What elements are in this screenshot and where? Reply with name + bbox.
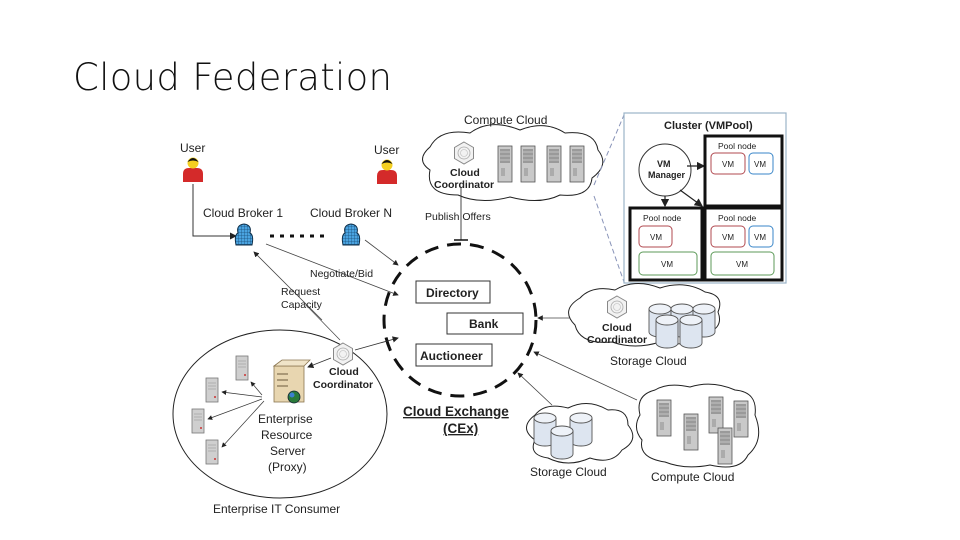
vm-box	[638, 251, 698, 276]
negotiate-label: Negotiate/Bid	[310, 268, 373, 280]
vm-manager-label-2: Manager	[648, 170, 686, 180]
negotiate-edge-1	[265, 243, 399, 296]
proxy-label-3: Server	[270, 444, 305, 458]
server-icon	[520, 145, 536, 183]
vm-box	[748, 225, 774, 248]
compute-bottom-exchange-edge	[533, 351, 638, 401]
vm-manager-label-1: VM	[657, 159, 671, 169]
coordinator-icon	[607, 295, 627, 319]
user-broker-edge	[192, 184, 237, 240]
exchange-title: Cloud Exchange	[403, 404, 509, 419]
exchange-auctioneer: Auctioneer	[415, 343, 493, 367]
enterprise-coordinator-label-1: Cloud	[329, 366, 359, 378]
pool-node	[703, 206, 784, 282]
exchange-directory: Directory	[415, 280, 491, 304]
exchange-bank: Bank	[446, 312, 524, 335]
enterprise-server-icon	[235, 355, 249, 381]
server-icon	[683, 413, 699, 451]
storage-cloud-right-label: Storage Cloud	[610, 354, 687, 368]
proxy-server-edge	[250, 381, 263, 396]
coordinator-label-2: Coordinator	[434, 179, 494, 191]
vm-box	[710, 152, 746, 175]
enterprise-exchange-edge	[354, 336, 399, 351]
pool-node-label: Pool node	[718, 141, 757, 151]
vm-label: VM	[650, 233, 662, 242]
coordinator-label-1: Cloud	[602, 322, 632, 334]
storage-bottom-exchange-edge	[517, 372, 553, 406]
user-1-label: User	[180, 141, 205, 155]
pool-node	[628, 206, 704, 282]
directory-label: Directory	[426, 286, 479, 300]
proxy-label-4: (Proxy)	[268, 460, 307, 474]
vm-label: VM	[736, 260, 748, 269]
cloud-exchange-boundary	[382, 242, 538, 398]
coordinator-label-2: Coordinator	[587, 334, 647, 346]
storage-cylinder-icon	[550, 425, 574, 460]
storage-cloud-bottom-label: Storage Cloud	[530, 465, 607, 479]
cluster-title: Cluster (VMPool)	[664, 120, 753, 132]
vm-box	[748, 152, 774, 175]
broker-1-label: Cloud Broker 1	[203, 206, 283, 220]
server-icon	[733, 400, 749, 438]
cluster-panel: Cluster (VMPool) VM Manager Pool node VM…	[623, 112, 787, 284]
proxy-server-edge	[221, 390, 263, 398]
compute-cloud-bottom-label: Compute Cloud	[651, 470, 734, 484]
server-icon	[497, 145, 513, 183]
compute-cloud-top-label: Compute Cloud	[464, 113, 547, 127]
enterprise-server-icon	[205, 377, 219, 403]
server-icon	[717, 427, 733, 465]
server-icon	[546, 145, 562, 183]
vm-label: VM	[722, 160, 734, 169]
coordinator-icon	[333, 342, 353, 366]
pool-node-label: Pool node	[718, 213, 757, 223]
proxy-label-2: Resource	[261, 428, 313, 442]
request-capacity-edge	[253, 251, 323, 321]
zoom-line-top	[593, 114, 625, 186]
user-2-icon	[377, 159, 397, 184]
user-2-label: User	[374, 143, 399, 157]
server-icon	[656, 399, 672, 437]
proxy-server-edge	[207, 398, 263, 420]
user-1-icon	[183, 157, 203, 182]
vm-label: VM	[754, 160, 766, 169]
enterprise-boundary	[172, 329, 388, 499]
pool-node	[703, 134, 784, 208]
broker-1-icon	[234, 223, 254, 246]
auctioneer-label: Auctioneer	[420, 349, 483, 363]
slide-title: Cloud Federation	[73, 56, 393, 99]
proxy-label-1: Enterprise	[258, 412, 313, 426]
vm-box	[710, 251, 775, 276]
enterprise-server-icon	[191, 408, 205, 434]
enterprise-consumer-label: Enterprise IT Consumer	[213, 502, 340, 516]
enterprise-server-icon	[205, 439, 219, 465]
negotiate-edge-2	[364, 239, 399, 266]
storage-cylinder-icon	[679, 314, 703, 349]
pool-node-label: Pool node	[643, 213, 682, 223]
request-label-2: Capacity	[281, 299, 323, 311]
bank-label: Bank	[469, 317, 499, 331]
coordinator-icon	[454, 141, 474, 165]
exchange-subtitle: (CEx)	[443, 421, 478, 436]
proxy-server-edge	[221, 400, 265, 448]
vm-label: VM	[661, 260, 673, 269]
server-icon	[569, 145, 585, 183]
enterprise-coordinator-label-2: Coordinator	[313, 379, 373, 391]
broker-n-label: Cloud Broker N	[310, 206, 392, 220]
coordinator-server-edge	[307, 357, 332, 368]
request-label-1: Request	[281, 286, 320, 298]
storage-cylinder-icon	[655, 314, 679, 349]
vm-label: VM	[754, 233, 766, 242]
vm-box	[638, 225, 673, 248]
enterprise-proxy-server-icon	[272, 359, 311, 404]
coordinator-label-1: Cloud	[450, 167, 480, 179]
zoom-line-bottom	[593, 195, 625, 283]
vm-label: VM	[722, 233, 734, 242]
broker-n-icon	[341, 223, 361, 246]
vm-box	[710, 225, 746, 248]
publish-label: Publish Offers	[425, 211, 491, 223]
request-capacity-line	[305, 304, 341, 341]
